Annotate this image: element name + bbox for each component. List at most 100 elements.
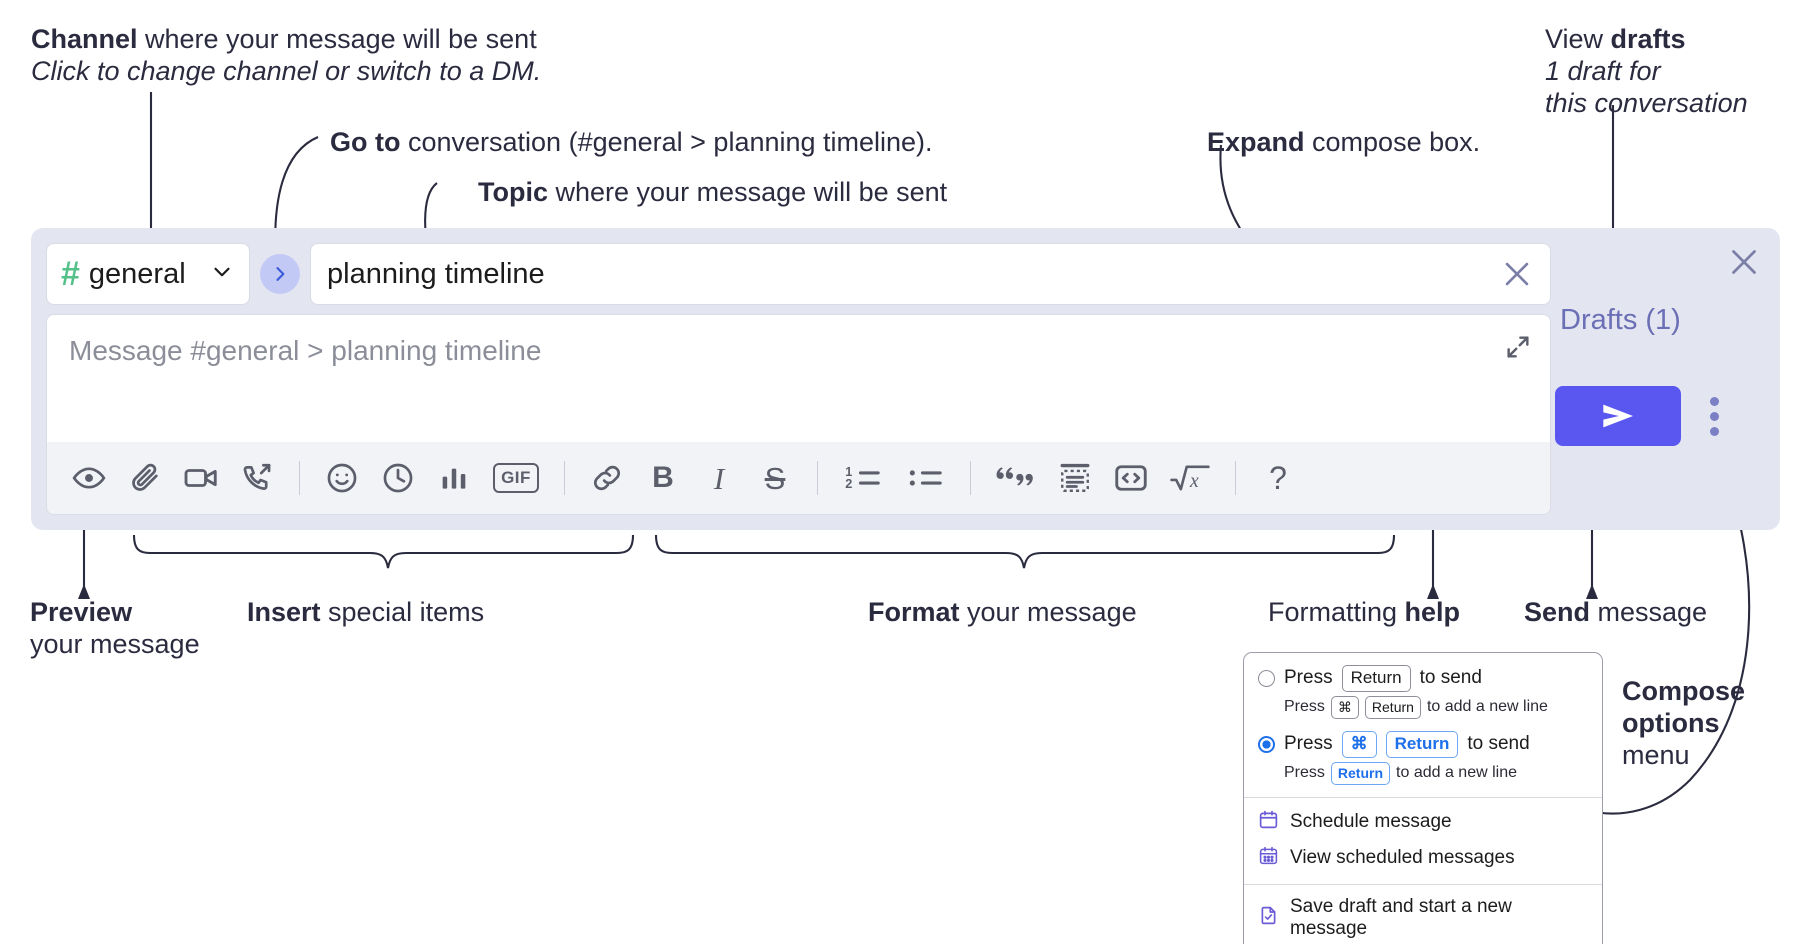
italic-button[interactable]: I: [693, 452, 745, 504]
drafts-link[interactable]: Drafts (1): [1560, 304, 1681, 336]
message-box: Message #general > planning timeline: [46, 314, 1551, 515]
close-icon[interactable]: [1500, 257, 1534, 291]
svg-text:2: 2: [845, 477, 852, 491]
separator-3: [817, 461, 818, 495]
save-draft-icon: [1258, 905, 1279, 931]
send-option-cmd-return[interactable]: Press ⌘ Return to send: [1244, 729, 1602, 760]
annotation-expand: Expand compose box.: [1207, 127, 1480, 159]
bulleted-list-icon[interactable]: [896, 452, 954, 504]
option2-sub-prefix: Press: [1284, 764, 1325, 782]
send-button[interactable]: [1555, 386, 1681, 446]
menu-item-schedule-label: Schedule message: [1290, 810, 1452, 832]
close-icon[interactable]: [1726, 244, 1762, 280]
audio-clip-icon[interactable]: [231, 452, 283, 504]
separator-2: [564, 461, 565, 495]
goto-conversation-button[interactable]: [260, 254, 300, 294]
annotation-drafts-plain: View: [1545, 24, 1611, 54]
annotation-help: Formatting help: [1268, 597, 1460, 629]
option1-sub-suffix: to add a new line: [1426, 698, 1548, 716]
annotation-drafts: View drafts 1 draft for this conversatio…: [1545, 24, 1748, 120]
compose-header-row: # general planning timeline: [46, 243, 1551, 305]
send-option-return-hint: Press ⌘ Return to add a new line: [1244, 694, 1602, 723]
strikethrough-button[interactable]: S: [749, 452, 801, 504]
gif-label: GIF: [493, 463, 539, 493]
chevron-down-icon: [209, 259, 235, 290]
italic-label: I: [713, 460, 725, 496]
gif-button[interactable]: GIF: [484, 452, 548, 504]
option2-prefix: Press: [1284, 733, 1333, 755]
math-icon[interactable]: x: [1161, 452, 1219, 504]
key-command: ⌘: [1330, 695, 1359, 719]
emoji-icon[interactable]: [316, 452, 368, 504]
topic-value: planning timeline: [327, 257, 545, 290]
send-option-return[interactable]: Press Return to send: [1244, 663, 1602, 694]
annotation-format: Format your message: [868, 597, 1137, 629]
send-icon: [1603, 404, 1633, 428]
expand-compose-icon[interactable]: [1504, 333, 1532, 361]
help-label: ?: [1269, 459, 1287, 496]
annotation-goto-rest: conversation (#general > planning timeli…: [400, 127, 933, 157]
radio-selected-icon: [1258, 735, 1275, 753]
annotation-channel-rest: where your message will be sent: [137, 24, 537, 54]
compose-inner: # general planning timeline: [46, 243, 1551, 515]
key-return-sub: Return: [1364, 695, 1421, 719]
dot-3: [1709, 426, 1719, 436]
compose-right-rail: Drafts (1): [1551, 228, 1780, 530]
hash-icon: #: [61, 255, 80, 293]
formatting-toolbar: GIF B I S: [47, 442, 1550, 514]
bold-button[interactable]: B: [637, 452, 689, 504]
annotation-send-bold: Send: [1524, 597, 1591, 627]
option1-sub-prefix: Press: [1284, 698, 1325, 716]
annotation-preview: Preview your message: [30, 597, 200, 661]
key-return-main: Return: [1385, 730, 1459, 758]
topic-input[interactable]: planning timeline: [310, 243, 1551, 305]
annotation-preview-rest: your message: [30, 628, 200, 659]
annotation-drafts-bold: drafts: [1610, 24, 1686, 54]
separator-4: [970, 461, 971, 495]
option1-suffix: to send: [1419, 667, 1482, 689]
annotation-topic-bold: Topic: [478, 177, 548, 207]
message-placeholder: Message #general > planning timeline: [69, 335, 542, 366]
annotation-goto-bold: Go to: [330, 127, 401, 157]
svg-text:x: x: [1189, 470, 1199, 492]
compose-options-button[interactable]: [1699, 393, 1729, 439]
ordered-list-icon[interactable]: 1 2: [834, 452, 892, 504]
menu-item-schedule-message[interactable]: Schedule message: [1244, 804, 1602, 840]
reminder-icon[interactable]: [372, 452, 424, 504]
calendar-icon: [1258, 809, 1279, 835]
dot-2: [1709, 411, 1719, 421]
key-command-main: ⌘: [1341, 730, 1377, 758]
channel-select-button[interactable]: # general: [46, 243, 250, 305]
message-input[interactable]: Message #general > planning timeline: [47, 315, 1550, 442]
menu-item-view-scheduled-label: View scheduled messages: [1290, 846, 1515, 868]
send-option-cmd-return-hint: Press Return to add a new line: [1244, 760, 1602, 789]
annotation-expand-rest: compose box.: [1304, 127, 1481, 157]
annotation-help-plain: Formatting: [1268, 597, 1405, 627]
poll-icon[interactable]: [428, 452, 480, 504]
code-snippet-icon[interactable]: [1105, 452, 1157, 504]
menu-item-view-scheduled[interactable]: View scheduled messages: [1244, 840, 1602, 876]
option2-suffix: to send: [1467, 733, 1530, 755]
annotation-compose-bold2: options: [1622, 707, 1720, 738]
annotation-drafts-italic2: this conversation: [1545, 87, 1748, 118]
link-icon[interactable]: [581, 452, 633, 504]
video-clip-icon[interactable]: [175, 452, 227, 504]
annotation-preview-bold: Preview: [30, 597, 133, 627]
annotation-compose-options: Compose options menu: [1622, 676, 1745, 772]
code-block-icon[interactable]: [1049, 452, 1101, 504]
dot-1: [1709, 396, 1719, 406]
annotation-topic: Topic where your message will be sent: [478, 177, 947, 209]
svg-text:1: 1: [845, 465, 852, 479]
menu-item-save-draft[interactable]: Save draft and start a new message: [1244, 891, 1602, 944]
preview-icon[interactable]: [63, 452, 115, 504]
annotation-expand-bold: Expand: [1207, 127, 1305, 157]
annotation-topic-rest: where your message will be sent: [548, 177, 948, 207]
blockquote-icon[interactable]: [987, 452, 1045, 504]
channel-name-label: general: [88, 257, 186, 290]
menu-divider-2: [1244, 883, 1602, 885]
compose-panel: # general planning timeline: [31, 228, 1780, 530]
annotation-compose-rest: menu: [1622, 739, 1690, 770]
attach-file-icon[interactable]: [119, 452, 171, 504]
formatting-help-button[interactable]: ?: [1252, 452, 1304, 504]
